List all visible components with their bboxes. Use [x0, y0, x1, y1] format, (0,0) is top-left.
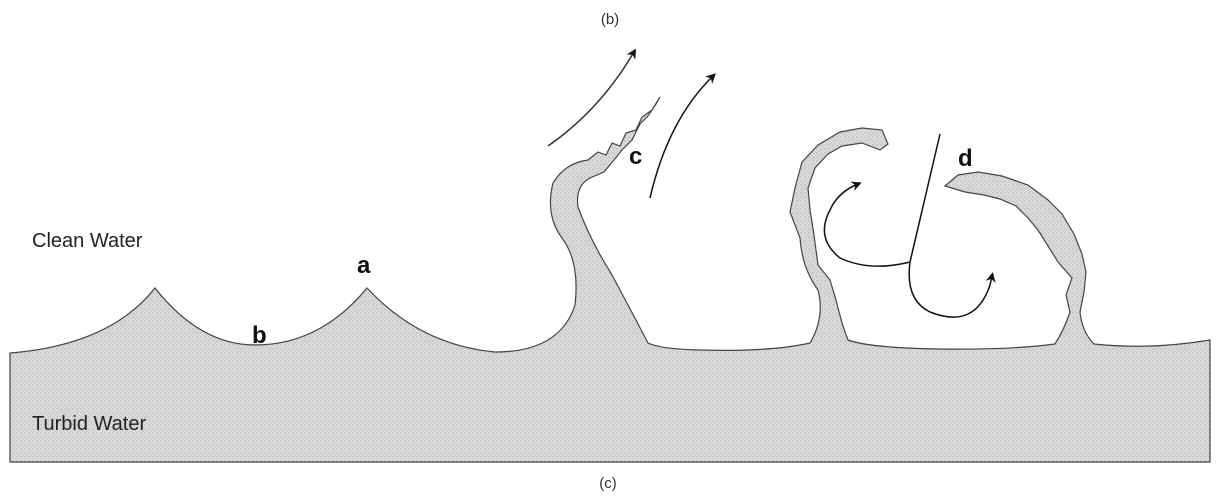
marker-a: a — [357, 252, 371, 279]
clean-water-label: Clean Water — [32, 230, 143, 252]
flow-arrow-upper-right — [650, 76, 713, 198]
marker-c: c — [629, 143, 642, 170]
caption-c: (c) — [599, 475, 617, 492]
marker-d: d — [958, 145, 973, 172]
flow-arrow-vortex-left — [824, 184, 910, 266]
caption-b: (b) — [601, 11, 619, 28]
flow-arrow-upper-left — [548, 52, 634, 146]
turbid-water-label: Turbid Water — [32, 413, 146, 435]
marker-b: b — [252, 322, 267, 349]
turbid-water-region — [10, 97, 1210, 462]
flow-line-vortex-center — [909, 134, 992, 317]
